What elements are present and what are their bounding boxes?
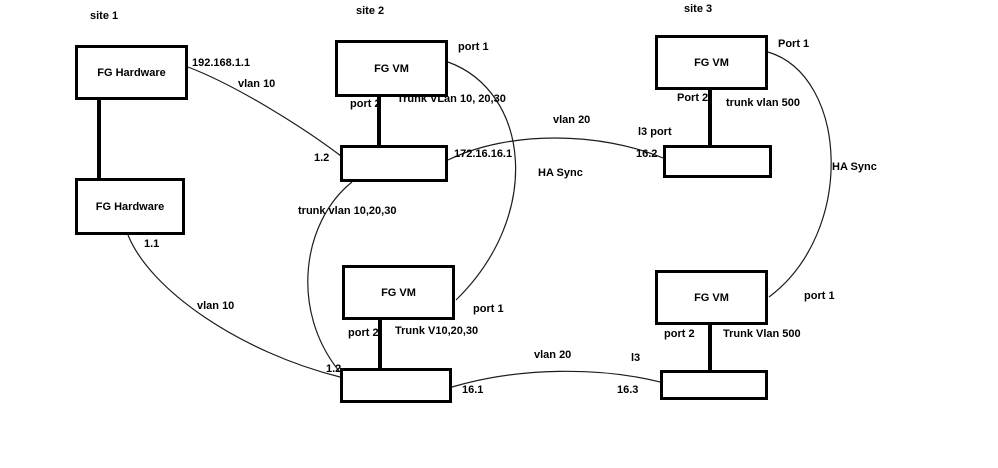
label-s3-switch-top-ip: 16.2 (636, 148, 658, 160)
site2-label: site 2 (356, 5, 385, 17)
site1-label: site 1 (90, 10, 119, 22)
label-s2-port1-bottom: port 1 (473, 303, 504, 315)
label-vlan10-upper: vlan 10 (238, 78, 276, 90)
switch-site3-top (663, 145, 772, 178)
edge-trunk-interswitch (307, 181, 353, 372)
fg-hardware-box-site1-top: FG Hardware (75, 45, 188, 100)
edge-vlan10-upper (187, 66, 342, 157)
label-s2-port2-bottom: port 2 (348, 327, 379, 339)
label-s3-port2-top: Port 2 (677, 92, 709, 104)
edge-vlan10-lower (127, 234, 341, 378)
edge-vlan20-bottom (451, 370, 661, 388)
switch-site2-top (340, 145, 448, 182)
edge-vlan20-top (447, 137, 664, 161)
node-label: FG VM (374, 62, 409, 75)
label-l3-port: l3 port (638, 126, 672, 138)
node-label: FG VM (694, 291, 729, 304)
label-vlan20-bottom: vlan 20 (534, 349, 572, 361)
label-s3-port2-bottom: port 2 (664, 328, 695, 340)
label-s2-trunk-bottom: Trunk V10,20,30 (395, 325, 479, 337)
label-s2-trunk-top: Trunk VLan 10, 20,30 (397, 93, 506, 105)
label-s2-switch-top-id: 1.2 (314, 152, 330, 164)
switch-site3-bottom (660, 370, 768, 400)
node-label: FG VM (381, 286, 416, 299)
label-s3-trunk-top: trunk vlan 500 (726, 97, 800, 109)
label-s3-port1-bottom: port 1 (804, 290, 835, 302)
edge-ha-sync-site2 (447, 61, 517, 301)
label-vlan10-lower: vlan 10 (197, 300, 235, 312)
fg-vm-box-site3-bottom: FG VM (655, 270, 768, 325)
label-site1-hw-id: 1.1 (144, 238, 160, 250)
label-s3-port1-top: Port 1 (778, 38, 810, 50)
label-vlan20-top: vlan 20 (553, 114, 591, 126)
label-ha-sync-site3: HA Sync (832, 161, 877, 173)
fg-vm-box-site2-bottom: FG VM (342, 265, 455, 320)
label-s2-switch-bottom-ip: 16.1 (462, 384, 484, 396)
label-s2-port2-top: port 2 (350, 98, 381, 110)
label-ha-sync-site2: HA Sync (538, 167, 583, 179)
label-l3: l3 (631, 352, 641, 364)
label-s3-trunk-bottom: Trunk Vlan 500 (723, 328, 801, 340)
label-s2-switch-bottom-id: 1.2 (326, 363, 342, 375)
switch-site2-bottom (340, 368, 452, 403)
label-ip-fg-hardware: 192.168.1.1 (192, 57, 251, 69)
node-label: FG VM (694, 56, 729, 69)
label-s3-switch-bottom-ip: 16.3 (617, 384, 639, 396)
site3-label: site 3 (684, 3, 713, 15)
edge-ha-sync-site3 (767, 51, 832, 298)
fg-vm-box-site3-top: FG VM (655, 35, 768, 90)
label-trunk-interswitch: trunk vlan 10,20,30 (298, 205, 397, 217)
label-s2-switch-top-ip: 172.16.16.1 (454, 148, 513, 160)
fg-hardware-box-site1-bottom: FG Hardware (75, 178, 185, 235)
label-s2-port1-top: port 1 (458, 41, 489, 53)
fg-vm-box-site2-top: FG VM (335, 40, 448, 97)
node-label: FG Hardware (95, 200, 165, 213)
node-label: FG Hardware (97, 66, 166, 79)
